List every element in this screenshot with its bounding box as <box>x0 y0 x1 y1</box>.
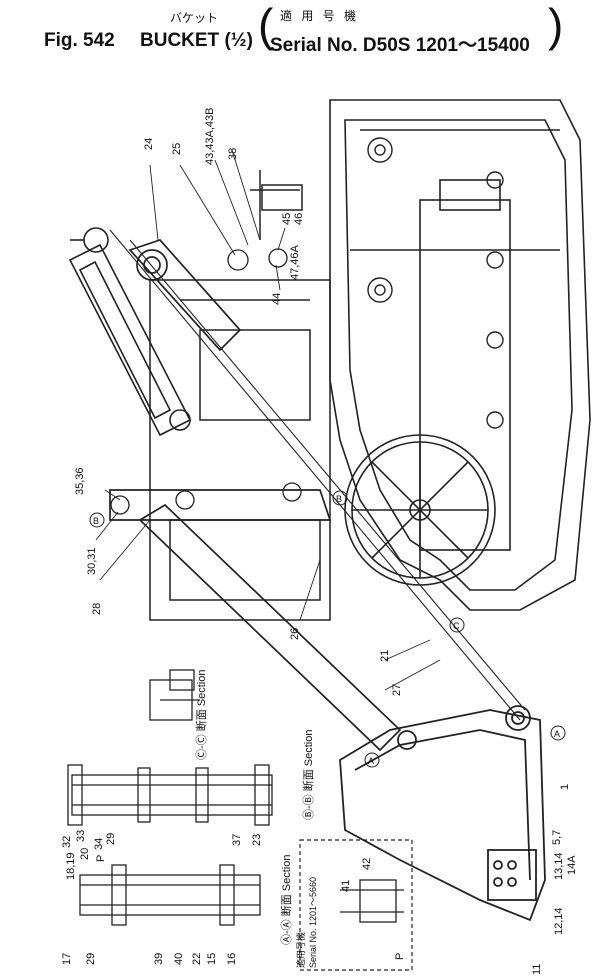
boom-arm <box>109 239 402 752</box>
callout-12-14: 12,14 <box>553 907 565 935</box>
callout-26: 26 <box>289 628 301 640</box>
section-marker-a-right-label: A <box>554 729 560 739</box>
lift-cylinder <box>68 227 192 437</box>
section-marker-b-upper-label: B <box>93 516 99 526</box>
section-marker-a-right <box>550 725 566 741</box>
callout-34: 34 <box>93 838 105 850</box>
hydraulic-lines <box>250 170 303 240</box>
figure-number: Fig. 542 <box>44 30 115 51</box>
callout-25: 25 <box>171 143 183 155</box>
callout-16: 16 <box>226 953 238 965</box>
callout-5-7: 5,7 <box>551 830 563 845</box>
callout-42: 42 <box>361 858 373 870</box>
callout-p-lower: P <box>394 953 406 960</box>
section-marker-c-label: C <box>453 621 460 631</box>
callout-13-14: 13,14 <box>553 852 565 880</box>
crawler-track <box>329 99 591 611</box>
callout-29-b: 29 <box>105 833 117 845</box>
bucket-blade <box>339 705 546 922</box>
section-marker-a-left-label: A <box>368 756 374 766</box>
callout-38: 38 <box>227 148 239 160</box>
callout-39: 39 <box>153 953 165 965</box>
callout-11: 11 <box>531 964 543 975</box>
applicable-machines-japanese: 適 用 号 機 <box>280 9 360 23</box>
callout-40: 40 <box>173 953 185 965</box>
callout-1: 1 <box>559 784 571 790</box>
callout-29-a: 29 <box>85 953 97 965</box>
section-a-a-view <box>79 864 261 926</box>
callout-20: 20 <box>79 848 91 860</box>
callout-46: 46 <box>293 213 305 225</box>
callout-21: 21 <box>379 650 391 662</box>
section-c-c-view <box>149 669 200 721</box>
section-title-c-c: Ⓒ-Ⓒ 断面 Section <box>194 670 208 760</box>
callout-labels: 24 25 43,43A,43B 38 45 46 47,46A 44 35,3… <box>61 108 578 976</box>
section-titles: Ⓒ-Ⓒ 断面 Section Ⓑ-Ⓑ 断面 Section Ⓐ-Ⓐ 断面 Sec… <box>194 670 318 968</box>
callout-18-19: 18,19 <box>65 852 77 880</box>
callout-47-46a: 47,46A <box>289 244 301 280</box>
section-marker-b-lower-label: B <box>336 494 342 504</box>
section-marker-a-left <box>364 752 380 768</box>
callout-33: 33 <box>75 830 87 842</box>
callout-45: 45 <box>281 213 293 225</box>
callout-37: 37 <box>231 834 243 846</box>
serial-note-text: Serial No. 1201～5660 <box>308 877 318 968</box>
left-bracket: ( <box>258 0 274 51</box>
callout-35-36: 35,36 <box>74 467 86 495</box>
serial-note-japanese: 適用号機 <box>295 932 306 968</box>
section-marker-b-lower <box>332 490 348 506</box>
callout-43-43a-43b: 43,43A,43B <box>204 108 216 166</box>
lift-arm-pins <box>110 248 302 515</box>
section-title-b-b: Ⓑ-Ⓑ 断面 Section <box>301 730 315 820</box>
section-marker-c <box>449 617 465 633</box>
serial-variant-detail <box>340 879 404 923</box>
serial-range: Serial No. D50S 1201～15400 <box>270 35 530 56</box>
callout-28: 28 <box>91 603 103 615</box>
right-bracket: ) <box>548 0 564 51</box>
callout-15: 15 <box>206 953 218 965</box>
callout-24: 24 <box>143 138 155 150</box>
callout-22: 22 <box>191 953 203 965</box>
figure-header: Fig. 542 バケット BUCKET (½) ( 適 用 号 機 Seria… <box>0 0 606 60</box>
track-rollers <box>367 137 504 429</box>
callout-14a: 14A <box>566 855 578 875</box>
callout-44: 44 <box>271 293 283 305</box>
part-name-japanese: バケット <box>170 11 219 25</box>
section-marker-b-upper <box>89 512 105 528</box>
callout-17: 17 <box>61 953 73 965</box>
serial-variant-box <box>299 839 413 971</box>
callout-p-upper: P <box>95 855 107 862</box>
idler-wheel <box>344 434 496 586</box>
section-markers: B B C A A <box>89 490 566 768</box>
part-name-english: BUCKET (½) <box>140 30 253 51</box>
callout-23: 23 <box>251 834 263 846</box>
callout-32: 32 <box>61 836 73 848</box>
callout-27: 27 <box>391 684 403 696</box>
section-title-a-a: Ⓐ-Ⓐ 断面 Section <box>279 855 293 945</box>
callout-41: 41 <box>340 880 352 892</box>
callout-30-31: 30,31 <box>86 547 98 575</box>
track-frame <box>419 199 511 551</box>
section-b-b-view <box>67 764 273 826</box>
push-arms <box>109 229 526 721</box>
leader-lines <box>95 149 441 691</box>
